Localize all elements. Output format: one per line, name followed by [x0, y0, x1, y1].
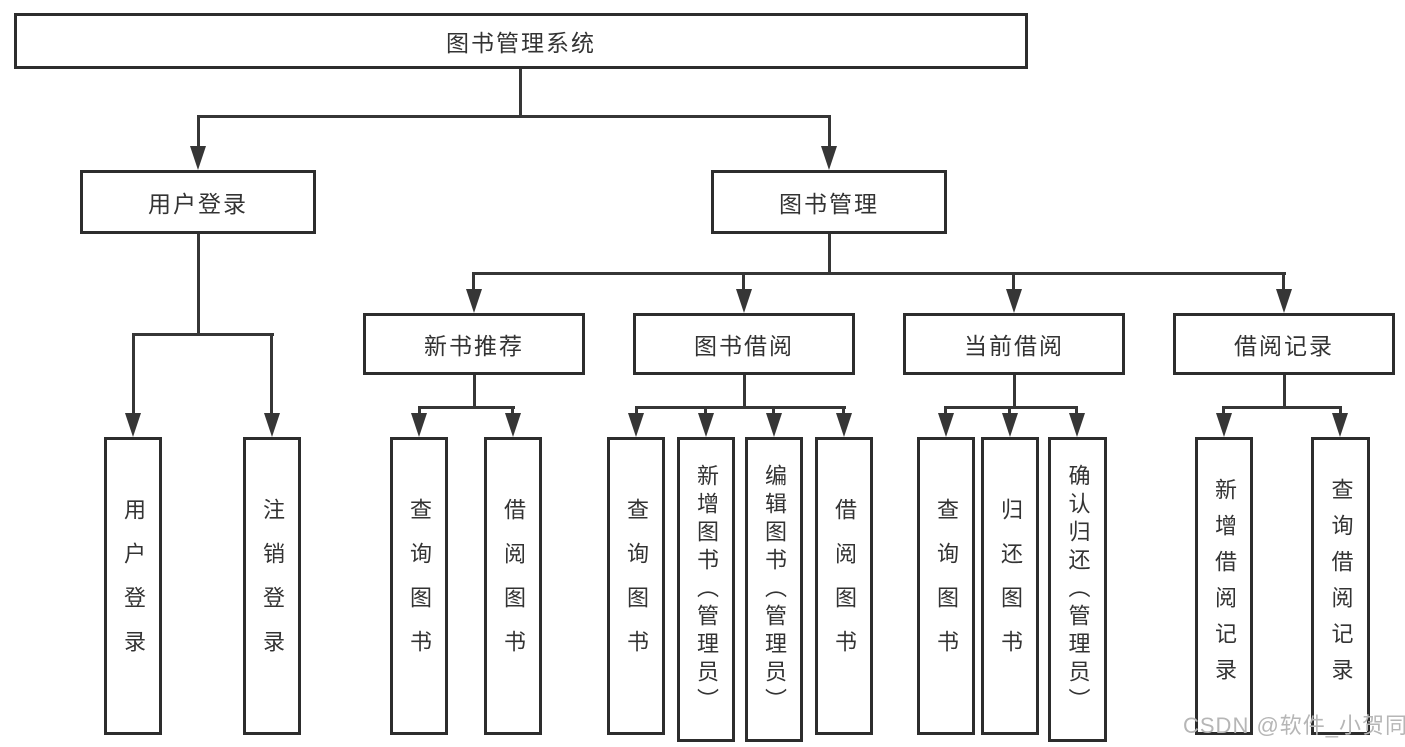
node-label: 新书推荐 [424, 333, 524, 359]
node-book-management: 图书管理 [711, 170, 947, 234]
connector-line [944, 406, 947, 418]
leaf-query-books-current: 查询图书 [917, 437, 975, 735]
leaf-label: 借阅图书 [832, 498, 857, 674]
leaf-edit-book-admin: 编辑图书（管理员） [745, 437, 803, 742]
connector-line [1282, 272, 1285, 292]
leaf-confirm-return-admin: 确认归还（管理员） [1048, 437, 1107, 742]
arrowhead-down-icon [1006, 289, 1022, 313]
connector-line [519, 69, 522, 117]
connector-line [1222, 406, 1225, 418]
arrowhead-down-icon [1002, 413, 1018, 437]
leaf-label: 查询借阅记录 [1328, 478, 1354, 694]
connector-line [704, 406, 707, 418]
connector-line [197, 234, 200, 335]
node-label: 当前借阅 [964, 333, 1064, 359]
connector-line [473, 272, 1286, 275]
connector-line [1339, 406, 1342, 418]
connector-line [635, 406, 846, 409]
leaf-borrow-books-borrowing: 借阅图书 [815, 437, 873, 735]
connector-line [1222, 406, 1342, 409]
node-root-library-system: 图书管理系统 [14, 13, 1028, 69]
connector-line [472, 272, 475, 292]
node-user-login: 用户登录 [80, 170, 316, 234]
arrowhead-down-icon [1069, 413, 1085, 437]
arrowhead-down-icon [190, 146, 206, 170]
leaf-add-borrow-record: 新增借阅记录 [1195, 437, 1253, 735]
leaf-label: 新增图书（管理员） [694, 463, 719, 716]
leaf-query-borrow-record: 查询借阅记录 [1311, 437, 1370, 735]
connector-line [828, 234, 831, 272]
connector-line [1008, 406, 1011, 418]
arrowhead-down-icon [1276, 289, 1292, 313]
connector-line [132, 333, 135, 415]
arrowhead-down-icon [766, 413, 782, 437]
leaf-borrow-books-recommend: 借阅图书 [484, 437, 542, 735]
arrowhead-down-icon [1332, 413, 1348, 437]
arrowhead-down-icon [466, 289, 482, 313]
node-borrowing-records: 借阅记录 [1173, 313, 1395, 375]
leaf-label: 归还图书 [998, 498, 1023, 674]
leaf-query-books-recommend: 查询图书 [390, 437, 448, 735]
leaf-label: 查询图书 [624, 498, 649, 674]
leaf-add-book-admin: 新增图书（管理员） [677, 437, 735, 742]
arrowhead-down-icon [628, 413, 644, 437]
leaf-query-books-borrowing: 查询图书 [607, 437, 665, 735]
node-new-book-recommend: 新书推荐 [363, 313, 585, 375]
leaf-label: 查询图书 [407, 498, 432, 674]
connector-line [511, 406, 514, 418]
arrowhead-down-icon [938, 413, 954, 437]
arrowhead-down-icon [125, 413, 141, 437]
leaf-return-book: 归还图书 [981, 437, 1039, 735]
connector-line [1012, 272, 1015, 292]
arrowhead-down-icon [821, 146, 837, 170]
leaf-user-login: 用户登录 [104, 437, 162, 735]
connector-line [1075, 406, 1078, 418]
arrowhead-down-icon [836, 413, 852, 437]
arrowhead-down-icon [1216, 413, 1232, 437]
connector-line [742, 272, 745, 292]
arrowhead-down-icon [505, 413, 521, 437]
leaf-label: 确认归还（管理员） [1065, 463, 1091, 716]
leaf-label: 借阅图书 [501, 498, 526, 674]
connector-line [270, 333, 273, 415]
node-label: 图书管理系统 [446, 30, 596, 56]
connector-line [772, 406, 775, 418]
node-label: 图书管理 [779, 191, 879, 217]
leaf-label: 注销登录 [260, 498, 285, 674]
connector-line [197, 115, 200, 151]
connector-line [418, 406, 421, 418]
connector-line [197, 115, 831, 118]
connector-line [743, 375, 746, 408]
connector-line [635, 406, 638, 418]
connector-line [132, 333, 274, 336]
node-book-borrowing: 图书借阅 [633, 313, 855, 375]
arrowhead-down-icon [698, 413, 714, 437]
leaf-label: 用户登录 [121, 498, 146, 674]
connector-line [418, 406, 515, 409]
node-current-borrowing: 当前借阅 [903, 313, 1125, 375]
leaf-label: 查询图书 [934, 498, 959, 674]
node-label: 图书借阅 [694, 333, 794, 359]
csdn-watermark: CSDN @软件_小贺同学 [1183, 713, 1405, 738]
leaf-logout: 注销登录 [243, 437, 301, 735]
connector-line [1013, 375, 1016, 408]
connector-line [1283, 375, 1286, 408]
connector-line [842, 406, 845, 418]
arrowhead-down-icon [736, 289, 752, 313]
leaf-label: 新增借阅记录 [1212, 478, 1237, 694]
leaf-label: 编辑图书（管理员） [762, 463, 787, 716]
node-label: 借阅记录 [1234, 333, 1334, 359]
connector-line [944, 406, 1078, 409]
arrowhead-down-icon [411, 413, 427, 437]
node-label: 用户登录 [148, 191, 248, 217]
connector-line [828, 115, 831, 151]
connector-line [473, 375, 476, 408]
arrowhead-down-icon [264, 413, 280, 437]
